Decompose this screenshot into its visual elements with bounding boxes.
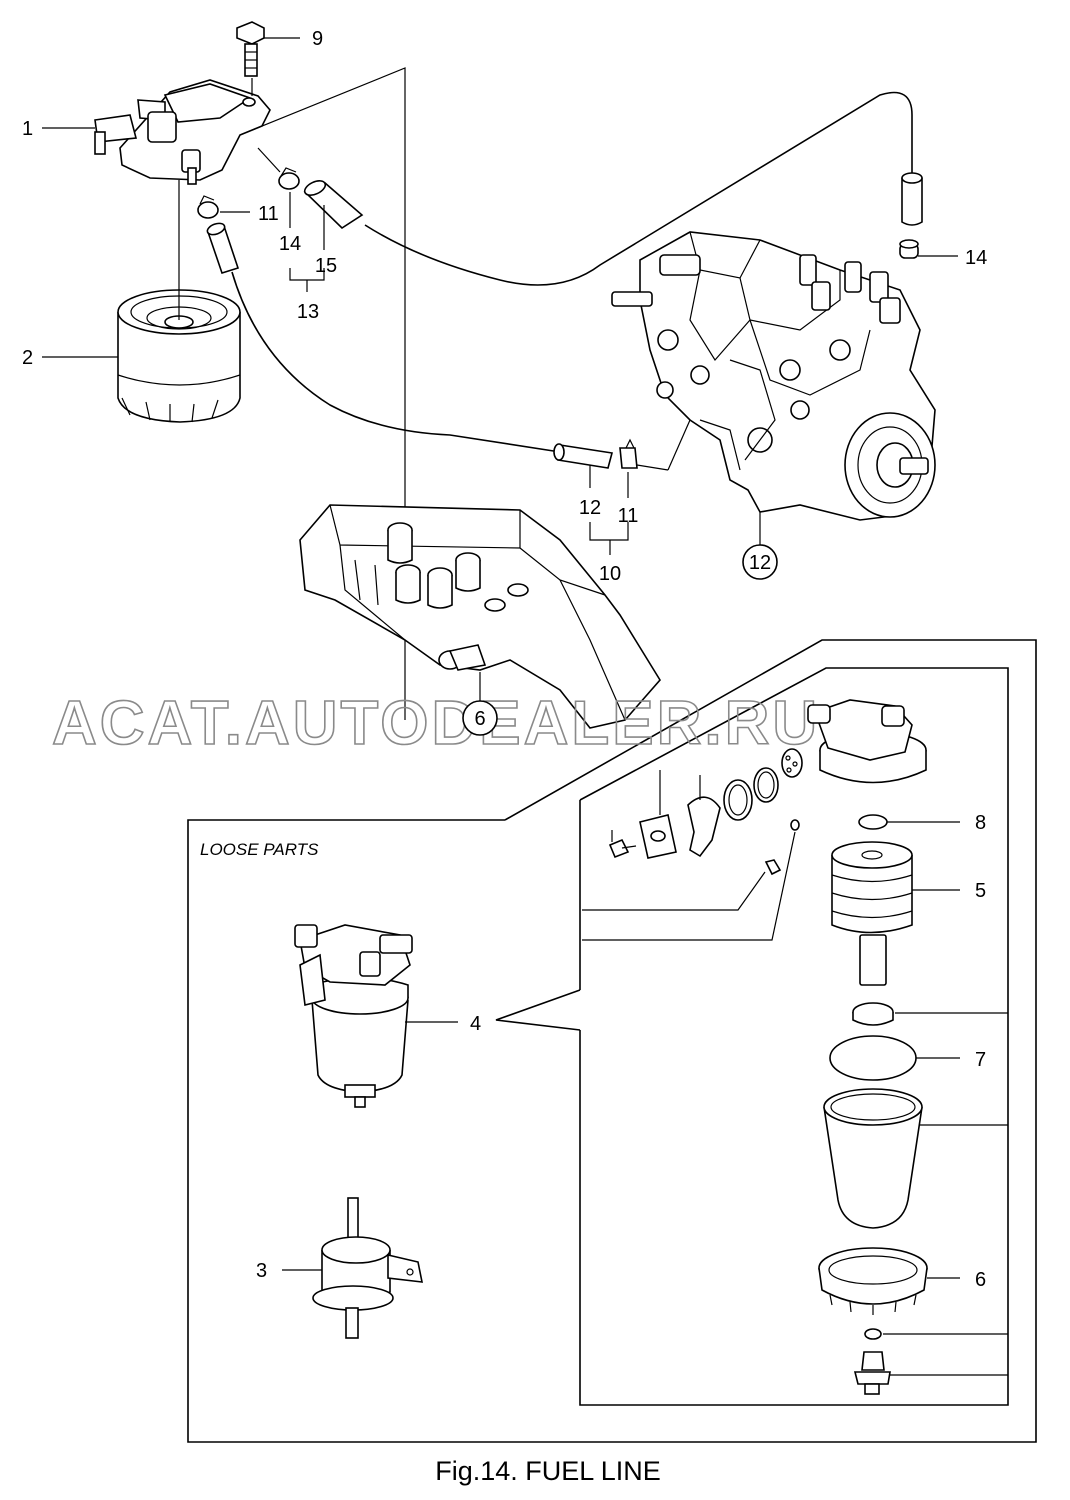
filter-bowl	[823, 1088, 923, 1229]
callout-12-circled: 12	[749, 552, 771, 574]
clip-11	[197, 195, 219, 219]
filter-element-5	[831, 841, 913, 986]
ring-nut-6	[818, 1247, 928, 1315]
drain-washer	[864, 1328, 882, 1340]
callout-12-left: 12	[579, 497, 601, 519]
o-ring-7	[829, 1035, 917, 1081]
fuel-line-return	[231, 271, 561, 453]
o-ring-8	[858, 814, 888, 830]
callout-14-left: 14	[279, 233, 301, 255]
hose-15	[303, 180, 364, 230]
clip-14-right	[899, 239, 919, 259]
loose-parts-frame	[187, 639, 1037, 1443]
watermark-text: ACAT.AUTODEALER.RU	[52, 689, 820, 758]
drain-plug	[853, 1351, 891, 1395]
loose-parts-label: LOOSE PARTS	[200, 840, 319, 859]
hose-short	[206, 222, 240, 274]
callout-13: 13	[297, 301, 319, 323]
callout-4: 4	[470, 1013, 481, 1035]
fuel-line-to-pump	[364, 91, 913, 286]
callout-11-lower: 11	[618, 505, 639, 527]
bolt-9	[236, 21, 265, 77]
callout-6-circled: 6	[474, 708, 485, 730]
injection-pump	[611, 231, 936, 521]
filter-leader-bracket	[495, 989, 581, 1031]
callout-11-upper: 11	[258, 203, 279, 225]
manifold-bracket	[299, 504, 661, 729]
callout-8: 8	[975, 812, 986, 834]
fuel-pump-3	[312, 1197, 424, 1339]
callout-7: 7	[975, 1049, 986, 1071]
fuel-filter-head	[94, 79, 271, 185]
hose-12	[553, 443, 614, 469]
callout-15: 15	[315, 255, 337, 277]
filter-head-lower	[807, 699, 927, 784]
figure-caption: Fig.14. FUEL LINE	[435, 1456, 661, 1486]
ring-small	[852, 1002, 894, 1026]
hose-top-right	[901, 172, 923, 226]
callout-14-right: 14	[965, 247, 987, 269]
fuel-filter-assembly-4	[294, 924, 413, 1108]
callout-2: 2	[22, 347, 33, 369]
callout-circle-12	[742, 544, 778, 580]
callout-9: 9	[312, 28, 323, 50]
clip-11-lower	[619, 438, 638, 469]
inner-loose-frame	[579, 667, 1009, 1406]
callout-10: 10	[599, 563, 621, 585]
hose-clip-14	[278, 167, 300, 190]
callout-1: 1	[22, 118, 33, 140]
callout-6-lower: 6	[975, 1269, 986, 1291]
callout-5: 5	[975, 880, 986, 902]
small-parts-row	[608, 748, 803, 876]
callout-3: 3	[256, 1260, 267, 1282]
